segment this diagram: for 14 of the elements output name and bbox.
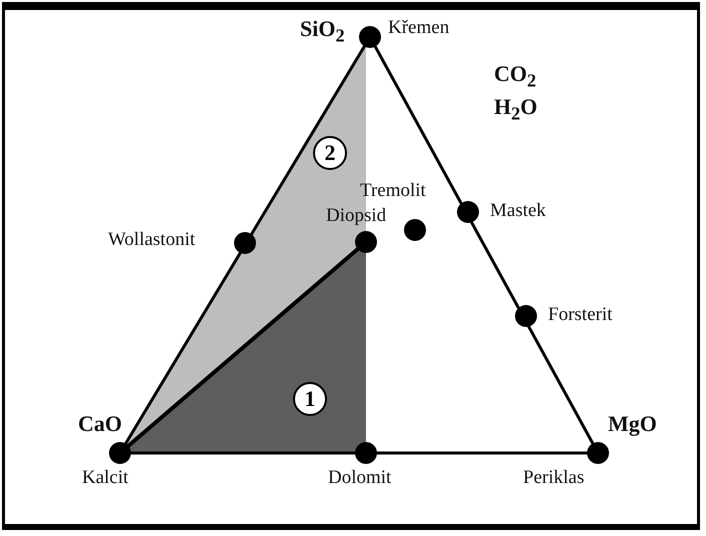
mineral-label: Kalcit	[82, 468, 128, 489]
component-label: CO$_{2}$	[494, 62, 536, 91]
mineral-label: Tremolit	[360, 181, 426, 202]
mineral-label: Dolomit	[328, 468, 392, 489]
mineral-label: Mastek	[490, 201, 546, 222]
vertex-label: MgO	[608, 412, 657, 436]
mineral-label: Wollastonit	[108, 230, 196, 251]
mineral-label: Diopsid	[326, 206, 386, 227]
component-label: H$_{2}$O	[494, 95, 538, 124]
vertex-label: CaO	[78, 412, 122, 436]
mineral-label: Forsterit	[548, 305, 612, 326]
mineral-label: Křemen	[388, 18, 450, 39]
vertex-label: SiO$_{2}$	[300, 17, 345, 46]
mineral-label: Periklas	[523, 468, 584, 489]
